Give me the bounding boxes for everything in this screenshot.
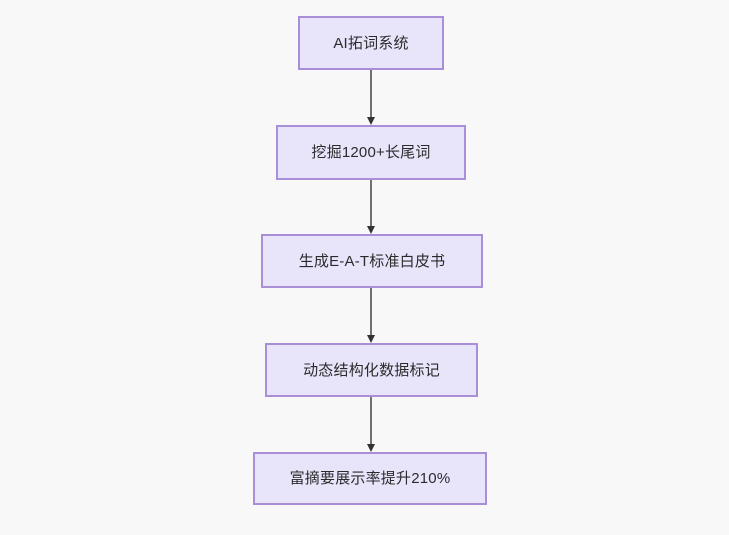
flow-edge-n2-to-n3: [366, 180, 375, 234]
arrow-down-icon: [366, 226, 375, 234]
flow-edge-n3-to-n4: [366, 288, 375, 343]
flow-node-n5[interactable]: 富摘要展示率提升210%: [253, 452, 487, 505]
flow-node-n2[interactable]: 挖掘1200+长尾词: [276, 125, 466, 180]
edge-line-icon: [370, 70, 372, 118]
edge-line-icon: [370, 180, 372, 227]
flow-node-n3[interactable]: 生成E-A-T标准白皮书: [261, 234, 483, 288]
flow-node-n4[interactable]: 动态结构化数据标记: [265, 343, 478, 397]
arrow-down-icon: [366, 335, 375, 343]
flow-edge-n4-to-n5: [366, 397, 375, 452]
arrow-down-icon: [366, 444, 375, 452]
flow-node-n1[interactable]: AI拓词系统: [298, 16, 444, 70]
edge-line-icon: [370, 288, 372, 336]
edge-line-icon: [370, 397, 372, 445]
arrow-down-icon: [366, 117, 375, 125]
flow-edge-n1-to-n2: [366, 70, 375, 125]
